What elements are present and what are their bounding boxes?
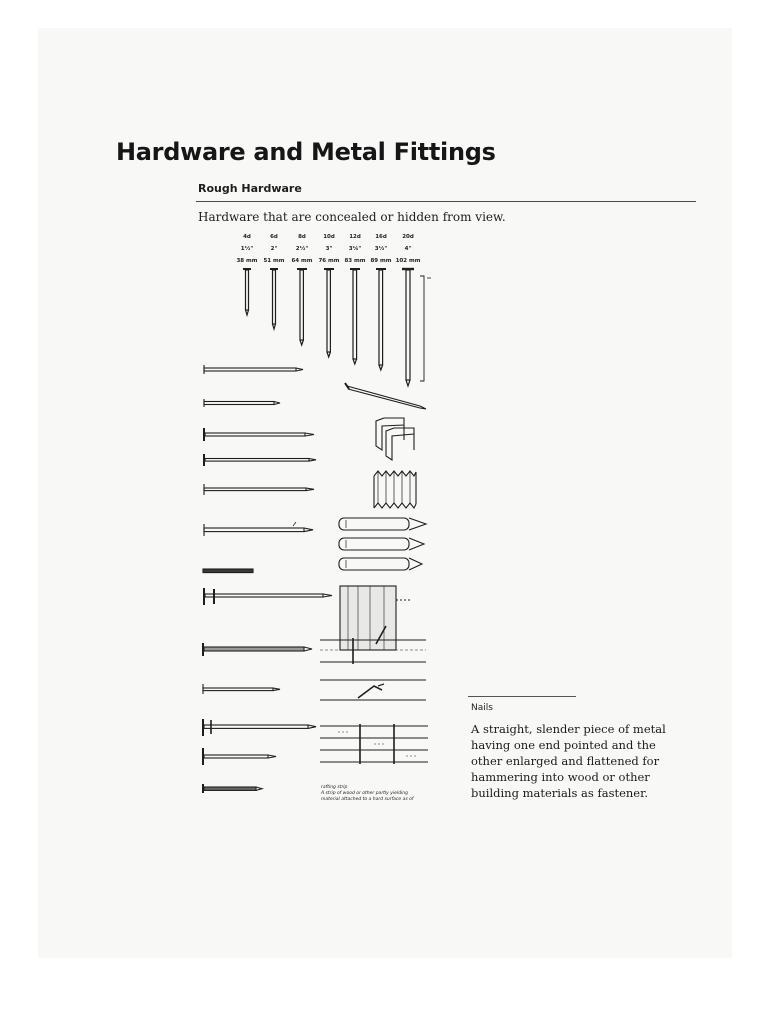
nail-16d bbox=[376, 268, 386, 372]
vertical-nails bbox=[243, 267, 431, 388]
size-penny-0: 4d bbox=[243, 234, 251, 240]
spike-nail bbox=[203, 521, 314, 536]
fastener-details bbox=[320, 382, 428, 764]
size-inch-6: 4" bbox=[405, 246, 412, 252]
corrugated-fastener bbox=[373, 470, 417, 510]
size-metric-1: 51 mm bbox=[263, 258, 284, 264]
tack-nail bbox=[202, 568, 254, 574]
casing-nail bbox=[203, 399, 281, 407]
common-wire-nail bbox=[203, 428, 315, 441]
caption-line-1: rafting strip bbox=[321, 784, 348, 790]
wood-joint-detail bbox=[320, 585, 426, 664]
size-penny-4: 12d bbox=[349, 234, 361, 240]
finishing-nail bbox=[203, 365, 304, 374]
caption-line-2: A strip of wood or other partly yielding bbox=[320, 790, 408, 796]
horizontal-nails bbox=[202, 365, 333, 793]
double-head-nail bbox=[203, 588, 333, 605]
size-penny-2: 8d bbox=[298, 234, 306, 240]
screw-nail bbox=[202, 784, 265, 793]
size-metric-3: 76 mm bbox=[318, 258, 339, 264]
size-metric-2: 64 mm bbox=[291, 258, 312, 264]
nail-illustration-plate: 4d 6d 8d 10d 12d 16d 20d 1½" 2" 2½" 3" 3… bbox=[198, 228, 446, 803]
size-penny-3: 10d bbox=[323, 234, 335, 240]
page-title: Hardware and Metal Fittings bbox=[116, 138, 496, 166]
size-metric-6: 102 mm bbox=[396, 258, 421, 264]
length-bracket bbox=[420, 275, 425, 382]
size-inch-4: 3¼" bbox=[349, 246, 362, 252]
masonry-nail bbox=[202, 748, 277, 765]
size-metric-5: 89 mm bbox=[370, 258, 391, 264]
toenail-detail bbox=[320, 679, 426, 701]
size-metric-4: 83 mm bbox=[344, 258, 365, 264]
duplex-nail bbox=[202, 719, 317, 736]
definition-term: Nails bbox=[471, 703, 493, 713]
caption-line-3: material attached to a hard surface as o… bbox=[321, 796, 415, 802]
intro-text: Hardware that are concealed or hidden fr… bbox=[198, 210, 506, 224]
nail-4d bbox=[243, 268, 251, 318]
nail-6d bbox=[270, 268, 278, 332]
definition-divider bbox=[468, 696, 576, 697]
size-inch-2: 2½" bbox=[296, 245, 309, 252]
nail-illustration: 4d 6d 8d 10d 12d 16d 20d 1½" 2" 2½" 3" 3… bbox=[202, 234, 431, 802]
size-metric-0: 38 mm bbox=[236, 258, 257, 264]
nail-20d bbox=[402, 267, 414, 388]
nail-10d bbox=[324, 268, 334, 359]
nail-12d bbox=[350, 268, 360, 366]
size-inch-1: 2" bbox=[271, 246, 278, 252]
staple-fastener bbox=[375, 417, 415, 462]
size-penny-6: 20d bbox=[402, 234, 414, 240]
dowel-pins bbox=[338, 517, 428, 571]
rafting-strip-detail bbox=[320, 724, 428, 764]
box-nail bbox=[203, 454, 317, 466]
section-heading: Rough Hardware bbox=[198, 182, 302, 195]
diagonal-spike bbox=[344, 382, 427, 410]
section-divider bbox=[196, 201, 696, 202]
definition-text: A straight, slender piece of metal havin… bbox=[471, 722, 666, 800]
size-inch-0: 1½" bbox=[241, 245, 254, 252]
page-sheet bbox=[38, 28, 732, 958]
size-inch-3: 3" bbox=[326, 246, 333, 252]
nail-size-table: 4d 6d 8d 10d 12d 16d 20d 1½" 2" 2½" 3" 3… bbox=[236, 234, 420, 264]
brad-nail bbox=[203, 484, 315, 495]
size-penny-5: 16d bbox=[375, 234, 387, 240]
nail-8d bbox=[297, 268, 307, 347]
roofing-nail bbox=[202, 684, 281, 694]
size-inch-5: 3½" bbox=[375, 245, 388, 252]
size-penny-1: 6d bbox=[270, 234, 278, 240]
ringed-nail bbox=[202, 643, 313, 656]
